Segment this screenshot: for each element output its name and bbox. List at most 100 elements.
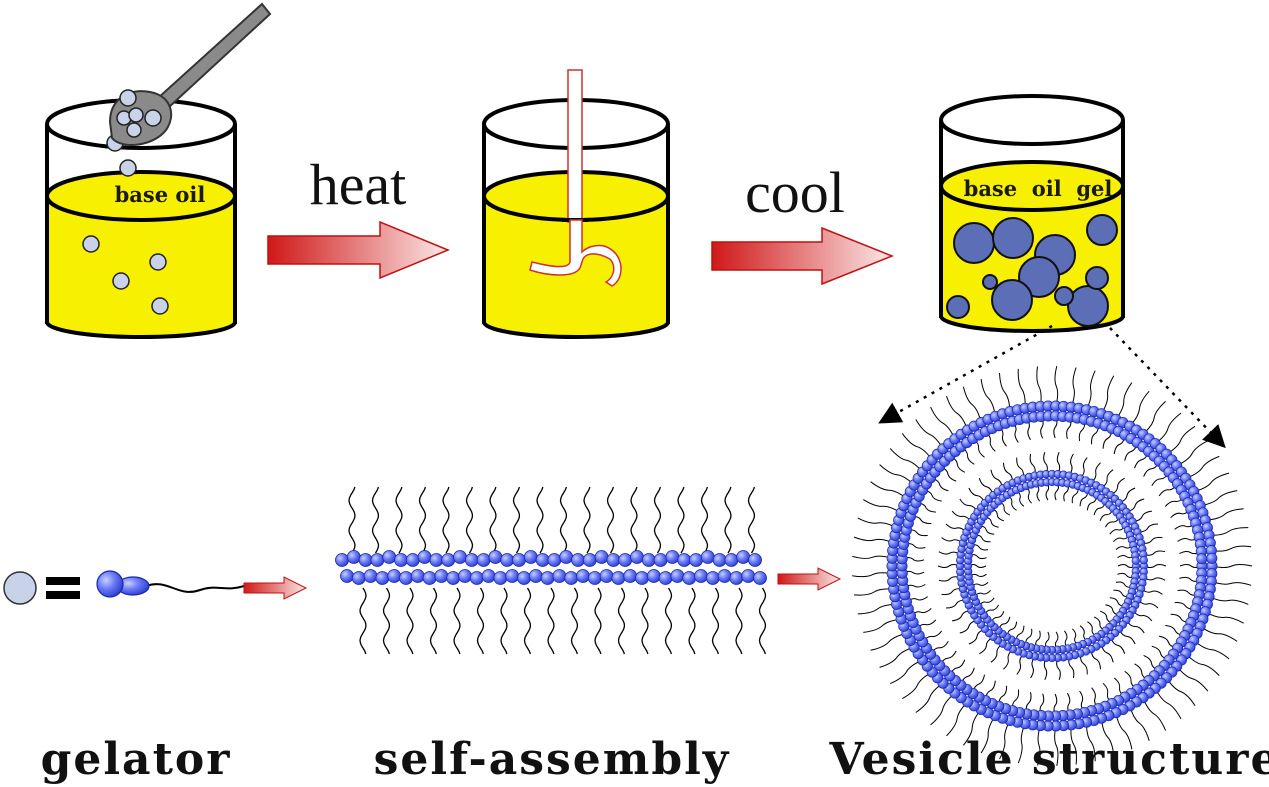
tail bbox=[1154, 688, 1182, 720]
tail bbox=[1017, 368, 1026, 409]
head bbox=[623, 569, 638, 583]
tail bbox=[1142, 697, 1167, 731]
tail bbox=[853, 536, 894, 544]
tail bbox=[429, 587, 438, 655]
tail bbox=[980, 378, 996, 417]
tail bbox=[476, 587, 485, 655]
tail bbox=[523, 587, 532, 655]
head bbox=[587, 571, 602, 585]
head bbox=[611, 571, 626, 585]
tail bbox=[1176, 665, 1209, 692]
head bbox=[375, 571, 390, 585]
tail bbox=[1205, 611, 1244, 624]
head bbox=[512, 553, 526, 567]
head bbox=[582, 553, 597, 567]
tail bbox=[915, 682, 944, 713]
head bbox=[517, 571, 531, 585]
gelator-particle bbox=[3, 571, 37, 605]
head bbox=[370, 553, 385, 567]
vesicle-tails bbox=[852, 365, 1253, 766]
tail bbox=[963, 709, 982, 746]
tail bbox=[465, 486, 474, 554]
spoon-particles bbox=[116, 89, 162, 138]
tail bbox=[870, 632, 908, 651]
tail bbox=[359, 587, 367, 655]
tail bbox=[724, 486, 732, 554]
tail bbox=[1037, 725, 1041, 766]
head bbox=[641, 553, 656, 567]
heat-arrow bbox=[267, 220, 450, 280]
cool-label: cool bbox=[745, 160, 845, 225]
vesicle bbox=[852, 365, 1253, 766]
tail bbox=[1200, 490, 1238, 507]
head bbox=[358, 553, 373, 567]
tail bbox=[902, 671, 933, 700]
tails-top bbox=[348, 486, 756, 554]
head bbox=[540, 571, 555, 585]
beaker-label-base-oil: base oil bbox=[115, 182, 206, 207]
head bbox=[1139, 556, 1148, 565]
tail bbox=[735, 587, 743, 655]
tail bbox=[999, 720, 1011, 760]
gelator-molecule bbox=[96, 570, 245, 598]
tail bbox=[852, 572, 893, 578]
gelator-definition bbox=[3, 570, 308, 605]
tail bbox=[1211, 545, 1252, 552]
tail bbox=[1185, 653, 1220, 676]
tail bbox=[1054, 725, 1059, 766]
tail bbox=[889, 659, 923, 685]
head bbox=[552, 569, 567, 583]
head bbox=[363, 569, 378, 583]
tail bbox=[1199, 625, 1238, 642]
head bbox=[382, 550, 397, 564]
self-assembly-label: self-assembly bbox=[374, 734, 731, 785]
head bbox=[635, 571, 649, 585]
gelator-label: gelator bbox=[41, 734, 232, 785]
tail bbox=[418, 486, 427, 554]
tail bbox=[1100, 375, 1115, 415]
tail bbox=[1205, 508, 1244, 521]
stirrer bbox=[529, 69, 622, 287]
tail bbox=[1176, 440, 1209, 467]
tail bbox=[1115, 382, 1133, 420]
head bbox=[630, 550, 644, 564]
head bbox=[700, 550, 715, 564]
head bbox=[394, 553, 408, 567]
tail bbox=[617, 587, 626, 655]
tail bbox=[700, 486, 709, 554]
tail bbox=[500, 587, 508, 655]
tail bbox=[747, 486, 756, 554]
tail bbox=[641, 587, 649, 655]
tail bbox=[857, 603, 897, 615]
tail bbox=[512, 486, 521, 554]
head bbox=[434, 569, 449, 583]
tail bbox=[879, 646, 915, 668]
tail bbox=[1129, 705, 1150, 741]
tail bbox=[1166, 425, 1196, 455]
tail bbox=[406, 587, 414, 655]
head bbox=[441, 553, 456, 567]
oil-fill bbox=[47, 196, 235, 337]
tail bbox=[962, 386, 982, 423]
tail bbox=[594, 587, 602, 655]
head bbox=[748, 553, 762, 567]
head bbox=[682, 571, 697, 585]
head bbox=[458, 569, 472, 583]
tail bbox=[382, 587, 391, 655]
tail bbox=[1193, 472, 1230, 493]
head bbox=[559, 550, 574, 564]
tail bbox=[395, 486, 403, 554]
tail bbox=[889, 448, 923, 473]
head bbox=[594, 550, 609, 564]
head bbox=[1206, 552, 1218, 564]
head bbox=[387, 569, 402, 583]
head bbox=[464, 553, 479, 567]
head bbox=[1131, 556, 1140, 565]
tail bbox=[630, 486, 638, 554]
tail bbox=[559, 486, 568, 554]
head bbox=[1196, 553, 1208, 565]
head bbox=[523, 550, 538, 564]
head bbox=[729, 571, 744, 585]
tail bbox=[1193, 640, 1230, 660]
tail bbox=[930, 692, 956, 726]
